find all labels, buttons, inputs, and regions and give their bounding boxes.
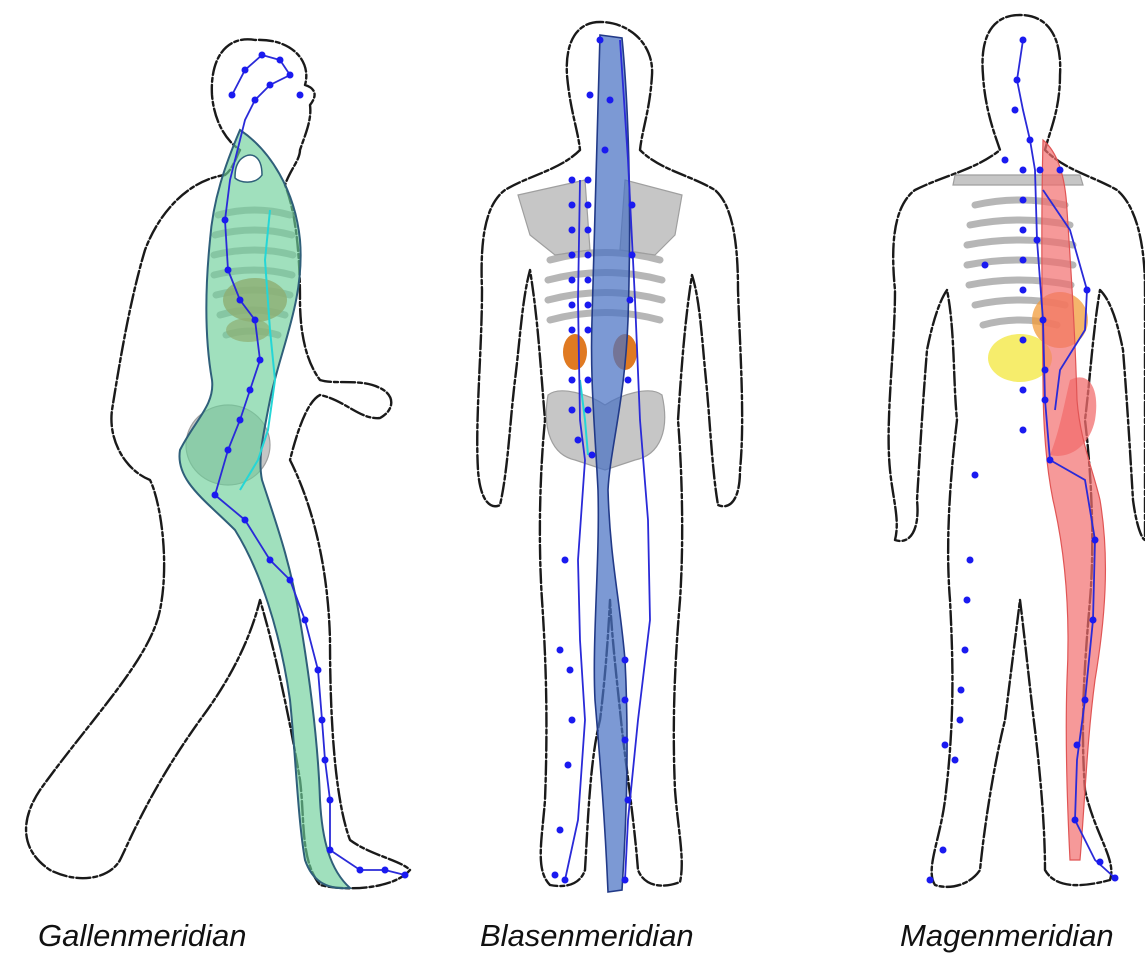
gallbladder-meridian-panel	[0, 0, 430, 900]
caption-stomach-meridian: Magenmeridian	[900, 918, 1114, 954]
side-figure-illustration	[0, 0, 430, 900]
caption-bladder-meridian: Blasenmeridian	[480, 918, 694, 954]
front-figure-illustration	[855, 0, 1145, 900]
front-body-outline	[889, 15, 1145, 887]
gallbladder-meridian-band	[179, 130, 350, 888]
caption-gallbladder-meridian: Gallenmeridian	[38, 918, 247, 954]
front-acupoints	[927, 37, 1119, 884]
back-meridian-line	[565, 180, 585, 880]
bladder-meridian-panel	[460, 0, 780, 900]
back-left-kidney	[563, 334, 587, 370]
back-figure-illustration	[460, 0, 780, 900]
stomach-meridian-panel	[855, 0, 1145, 900]
